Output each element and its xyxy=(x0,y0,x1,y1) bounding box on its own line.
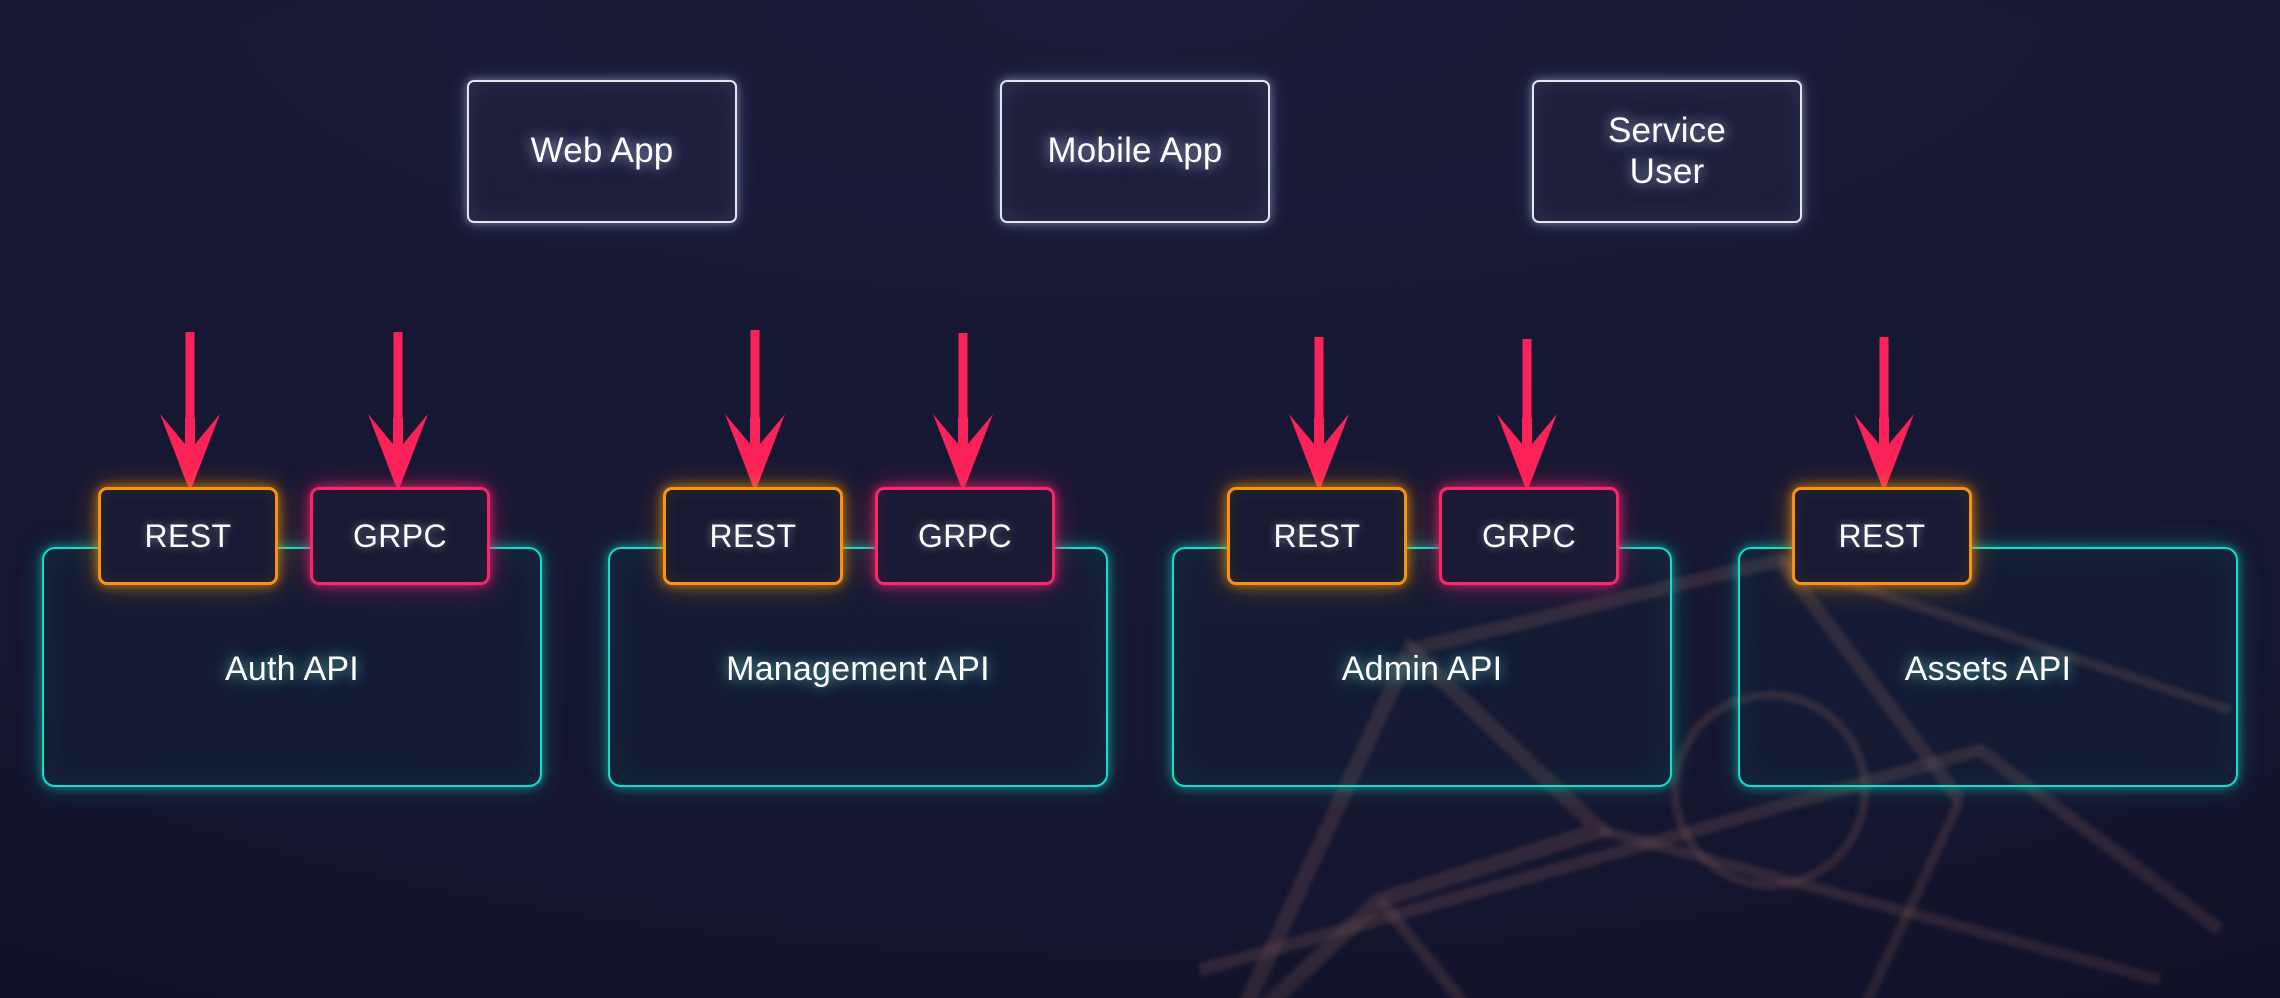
client-label-service-user: Service User xyxy=(1607,110,1727,191)
protocol-label-mgmt-rest: REST xyxy=(709,517,797,554)
client-label-mobile-app: Mobile App xyxy=(1047,131,1223,171)
api-label-admin-api: Admin API xyxy=(1341,650,1503,688)
api-container-assets-api xyxy=(1738,547,2238,787)
client-box-mobile-app[interactable]: Mobile App xyxy=(1000,80,1270,223)
protocol-label-auth-rest: REST xyxy=(144,517,232,554)
api-label-management-api: Management API xyxy=(726,650,990,688)
protocol-chip-assets-rest[interactable]: REST xyxy=(1792,487,1972,585)
protocol-label-auth-grpc: GRPC xyxy=(352,517,448,554)
api-container-management-api xyxy=(608,547,1108,787)
protocol-chip-admin-rest[interactable]: REST xyxy=(1227,487,1407,585)
protocol-chip-mgmt-rest[interactable]: REST xyxy=(663,487,843,585)
protocol-label-admin-grpc: GRPC xyxy=(1481,517,1577,554)
api-label-assets-api: Assets API xyxy=(1904,650,2072,688)
protocol-label-assets-rest: REST xyxy=(1838,517,1926,554)
protocol-chip-admin-grpc[interactable]: GRPC xyxy=(1439,487,1619,585)
protocol-label-admin-rest: REST xyxy=(1273,517,1361,554)
client-box-service-user[interactable]: Service User xyxy=(1532,80,1802,223)
protocol-chip-auth-rest[interactable]: REST xyxy=(98,487,278,585)
protocol-chip-mgmt-grpc[interactable]: GRPC xyxy=(875,487,1055,585)
client-box-web-app[interactable]: Web App xyxy=(467,80,737,223)
protocol-label-mgmt-grpc: GRPC xyxy=(917,517,1013,554)
api-label-auth-api: Auth API xyxy=(225,650,359,688)
api-container-admin-api xyxy=(1172,547,1672,787)
api-container-auth-api xyxy=(42,547,542,787)
protocol-chip-auth-grpc[interactable]: GRPC xyxy=(310,487,490,585)
client-label-web-app: Web App xyxy=(530,131,674,171)
